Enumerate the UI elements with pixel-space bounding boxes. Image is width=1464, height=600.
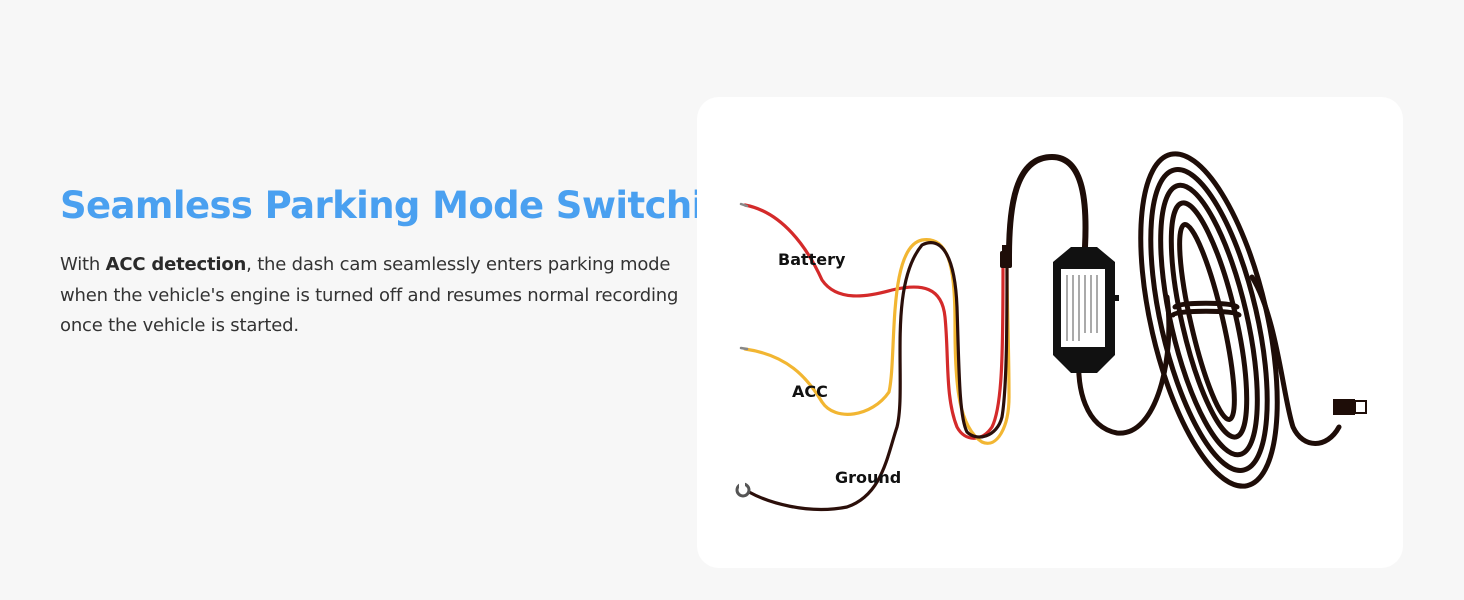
feature-text-block: Seamless Parking Mode Switching With ACC… <box>60 182 756 342</box>
battery-wire <box>743 203 1005 440</box>
feature-description: With ACC detection, the dash cam seamles… <box>60 250 680 342</box>
battery-label: Battery <box>778 250 846 269</box>
battery-wire-end <box>739 202 749 208</box>
acc-label: ACC <box>792 382 828 401</box>
coiled-power-cable <box>1076 151 1342 489</box>
hardwire-kit-illustration: Battery ACC Ground <box>735 151 1367 512</box>
description-suffix: , the dash cam seamlessly enters parking… <box>60 254 679 336</box>
hardwire-kit-card: Battery ACC Ground <box>697 97 1403 568</box>
inline-connector <box>1000 245 1012 268</box>
voltage-converter-module <box>1053 247 1119 373</box>
ground-wire <box>747 241 1009 512</box>
acc-wire <box>743 238 1011 445</box>
description-prefix: With <box>60 254 106 275</box>
acc-wire-end <box>739 346 749 351</box>
feature-headline: Seamless Parking Mode Switching <box>60 184 756 227</box>
ground-label: Ground <box>835 468 901 487</box>
camera-plug <box>1333 399 1367 415</box>
module-top-cable <box>1006 153 1089 260</box>
description-highlight: ACC detection <box>105 254 247 275</box>
ground-ring-terminal-icon <box>735 482 751 498</box>
